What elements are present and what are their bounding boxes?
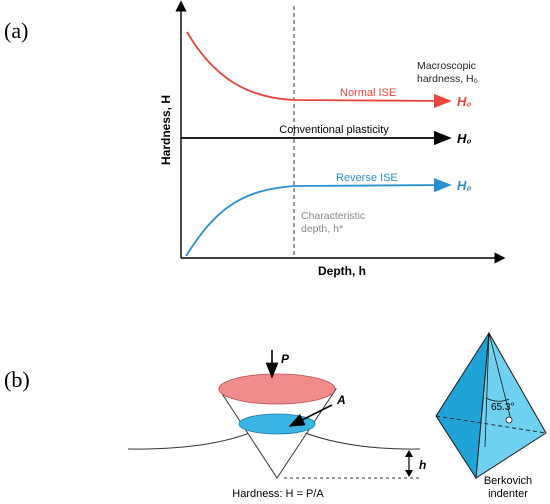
depth-label: h bbox=[419, 458, 426, 472]
reverse-ise-ho-label: H₀ bbox=[457, 178, 472, 193]
panel-a-label: (a) bbox=[4, 18, 28, 43]
surface-profile-right bbox=[299, 430, 421, 450]
normal-ise-label: Normal ISE bbox=[340, 87, 396, 99]
angle-label: 65.3° bbox=[491, 402, 514, 413]
depth-arrow-top bbox=[405, 450, 413, 457]
berkovich-label-line1: Berkovich bbox=[484, 475, 532, 487]
normal-ise-ho-label: H₀ bbox=[457, 94, 472, 109]
berkovich-center-marker bbox=[505, 416, 513, 424]
reverse-ise-label: Reverse ISE bbox=[336, 172, 398, 184]
panel-b-label: (b) bbox=[4, 367, 30, 392]
cone-top-face bbox=[218, 373, 336, 405]
panel-b: (b) P A h Hardness: H = P/A 65.3 bbox=[4, 331, 547, 500]
berkovich-face-line bbox=[488, 332, 512, 421]
surface-profile-left bbox=[127, 430, 256, 450]
angle-arc bbox=[485, 397, 510, 402]
area-label: A bbox=[336, 393, 346, 407]
reverse-ise-curve bbox=[185, 177, 452, 257]
normal-ise-curve bbox=[186, 31, 452, 109]
characteristic-label-line1: Characteristic bbox=[301, 210, 365, 222]
hardness-caption: Hardness: H = P/A bbox=[232, 488, 324, 500]
berkovich-indenter: 65.3° bbox=[435, 331, 547, 480]
contact-area-ellipse bbox=[238, 413, 316, 435]
berkovich-face-right bbox=[475, 331, 547, 479]
depth-arrow-bottom bbox=[405, 470, 413, 477]
conventional-ho-label: H₀ bbox=[457, 131, 472, 146]
berkovich-hidden-edge bbox=[435, 415, 547, 434]
macroscopic-label-line1: Macroscopic bbox=[417, 60, 476, 72]
characteristic-label-line2: depth, h* bbox=[301, 223, 343, 235]
conventional-plasticity-label: Conventional plasticity bbox=[279, 124, 389, 136]
x-axis-title: Depth, h bbox=[318, 264, 366, 278]
panel-a: (a) Hardness, H Depth, h Characteristic … bbox=[4, 0, 506, 278]
area-arrow bbox=[288, 404, 333, 427]
berkovich-axis-line bbox=[484, 332, 490, 448]
load-label: P bbox=[281, 352, 290, 366]
macroscopic-label-line2: hardness, H₀ bbox=[417, 73, 478, 85]
y-axis-title: Hardness, H bbox=[159, 95, 173, 165]
berkovich-label-line2: indenter bbox=[488, 488, 528, 500]
